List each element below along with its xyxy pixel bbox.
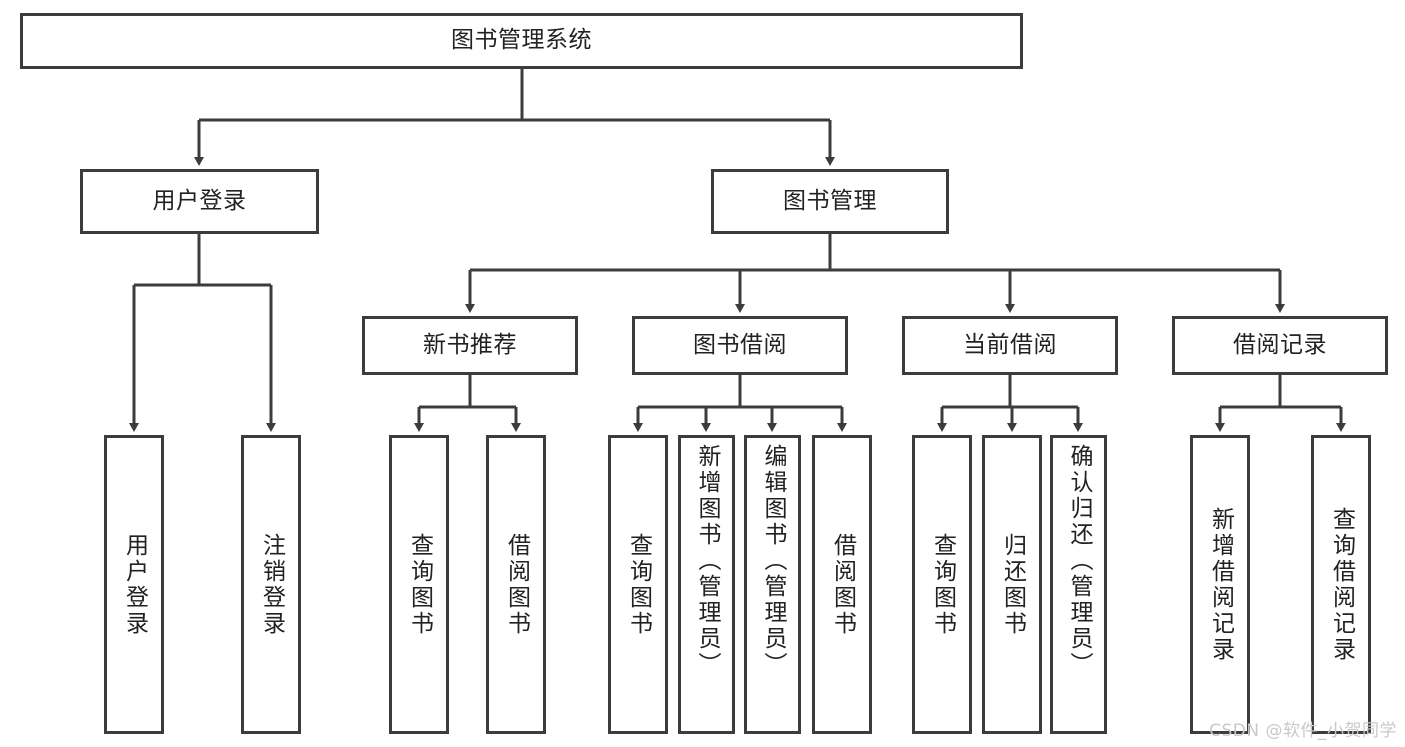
node-label: 图书借阅 <box>693 331 787 358</box>
leaf-label: 借阅图书 <box>503 532 530 637</box>
leaf-label: 查询借阅记录 <box>1328 506 1355 663</box>
node-borrow-record[interactable]: 借阅记录 <box>1172 316 1388 375</box>
node-label: 当前借阅 <box>963 331 1057 358</box>
node-label: 图书管理 <box>783 187 877 214</box>
leaf-label: 用户登录 <box>121 532 148 637</box>
leaf-query-borrow-record[interactable]: 查询借阅记录 <box>1311 435 1371 734</box>
leaf-borrow-book-recommend[interactable]: 借阅图书 <box>486 435 546 734</box>
leaf-label: 查询图书 <box>406 532 433 637</box>
node-label: 图书管理系统 <box>451 27 592 54</box>
leaf-label: 查询图书 <box>929 532 956 637</box>
leaf-label: 查询图书 <box>625 532 652 637</box>
node-current-borrow[interactable]: 当前借阅 <box>902 316 1118 375</box>
leaf-query-book-borrow[interactable]: 查询图书 <box>608 435 668 734</box>
leaf-user-login[interactable]: 用户登录 <box>104 435 164 734</box>
node-label: 用户登录 <box>152 187 247 214</box>
leaf-logout-login[interactable]: 注销登录 <box>241 435 301 734</box>
watermark: CSDN @软件_小贺同学 <box>1209 721 1397 741</box>
leaf-label: 注销登录 <box>258 532 285 637</box>
leaf-confirm-return-admin[interactable]: 确认归还（管理员） <box>1050 435 1107 734</box>
leaf-label: 编辑图书（管理员） <box>760 444 786 678</box>
leaf-add-book-admin[interactable]: 新增图书（管理员） <box>678 435 735 734</box>
leaf-label: 确认归还（管理员） <box>1066 444 1092 678</box>
leaf-label: 新增图书（管理员） <box>694 444 720 678</box>
leaf-label: 借阅图书 <box>829 532 856 637</box>
leaf-label: 归还图书 <box>999 532 1026 637</box>
node-book-borrow[interactable]: 图书借阅 <box>632 316 848 375</box>
node-book-management-system[interactable]: 图书管理系统 <box>20 13 1023 69</box>
leaf-label: 新增借阅记录 <box>1207 506 1234 663</box>
node-book-management[interactable]: 图书管理 <box>711 169 949 234</box>
node-label: 借阅记录 <box>1233 331 1327 358</box>
node-user-login[interactable]: 用户登录 <box>80 169 319 234</box>
leaf-query-book-recommend[interactable]: 查询图书 <box>389 435 449 734</box>
leaf-add-borrow-record[interactable]: 新增借阅记录 <box>1190 435 1250 734</box>
leaf-borrow-book-borrow[interactable]: 借阅图书 <box>812 435 872 734</box>
leaf-edit-book-admin[interactable]: 编辑图书（管理员） <box>744 435 801 734</box>
leaf-query-book-current[interactable]: 查询图书 <box>912 435 972 734</box>
node-label: 新书推荐 <box>423 331 517 358</box>
node-new-book-recommend[interactable]: 新书推荐 <box>362 316 578 375</box>
leaf-return-book[interactable]: 归还图书 <box>982 435 1042 734</box>
